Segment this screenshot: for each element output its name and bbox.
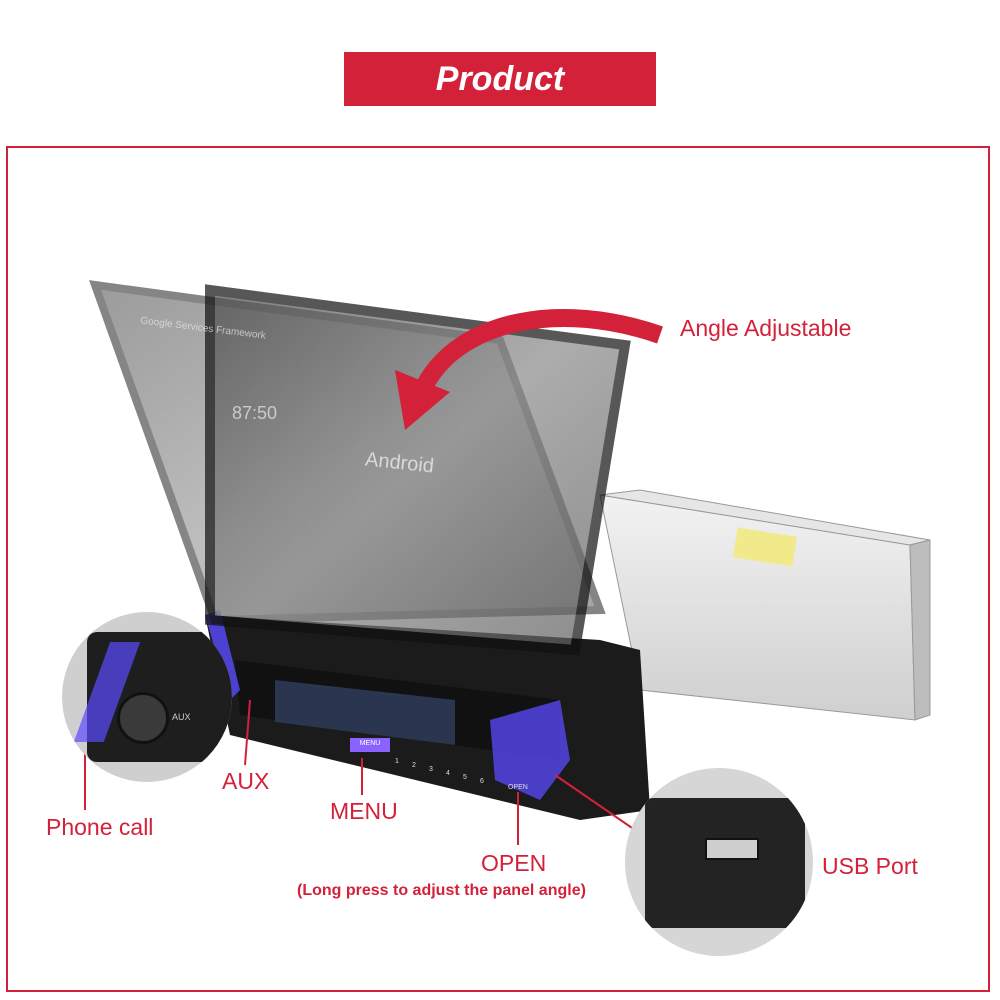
preset-button-2[interactable]: 2 (412, 762, 416, 769)
preset-button-3[interactable]: 3 (429, 766, 433, 773)
preset-button-6[interactable]: 6 (480, 778, 484, 785)
preset-button-4[interactable]: 4 (446, 770, 450, 777)
phone-call-knob[interactable] (117, 692, 169, 744)
screen-clock: 87:50 (232, 403, 278, 423)
preset-button-1[interactable]: 1 (395, 758, 399, 765)
open-button[interactable]: OPEN (508, 784, 528, 791)
angle-arrow (417, 309, 663, 390)
label-phone-call: Phone call (46, 814, 154, 840)
aux-small-label: AUX (172, 712, 191, 722)
label-open-note: (Long press to adjust the panel angle) (297, 882, 586, 899)
usb-port-icon[interactable] (705, 838, 759, 860)
usb-port-zoom (625, 768, 813, 956)
label-angle-adjustable: Angle Adjustable (680, 315, 852, 341)
angle-arrow-head (395, 370, 450, 430)
label-open: OPEN (481, 850, 547, 876)
menu-button[interactable]: MENU (359, 740, 381, 747)
phone-call-zoom: AUX (62, 612, 232, 782)
usb-bezel (645, 798, 805, 928)
label-usb-port: USB Port (822, 853, 918, 879)
content-frame (6, 146, 990, 992)
faceplate (205, 610, 650, 820)
menu-button-led (350, 738, 390, 752)
preset-button-5[interactable]: 5 (463, 774, 467, 781)
label-menu: MENU (330, 798, 398, 824)
metal-chassis (599, 489, 931, 721)
product-banner: Product (344, 52, 656, 106)
label-aux: AUX (222, 768, 270, 794)
